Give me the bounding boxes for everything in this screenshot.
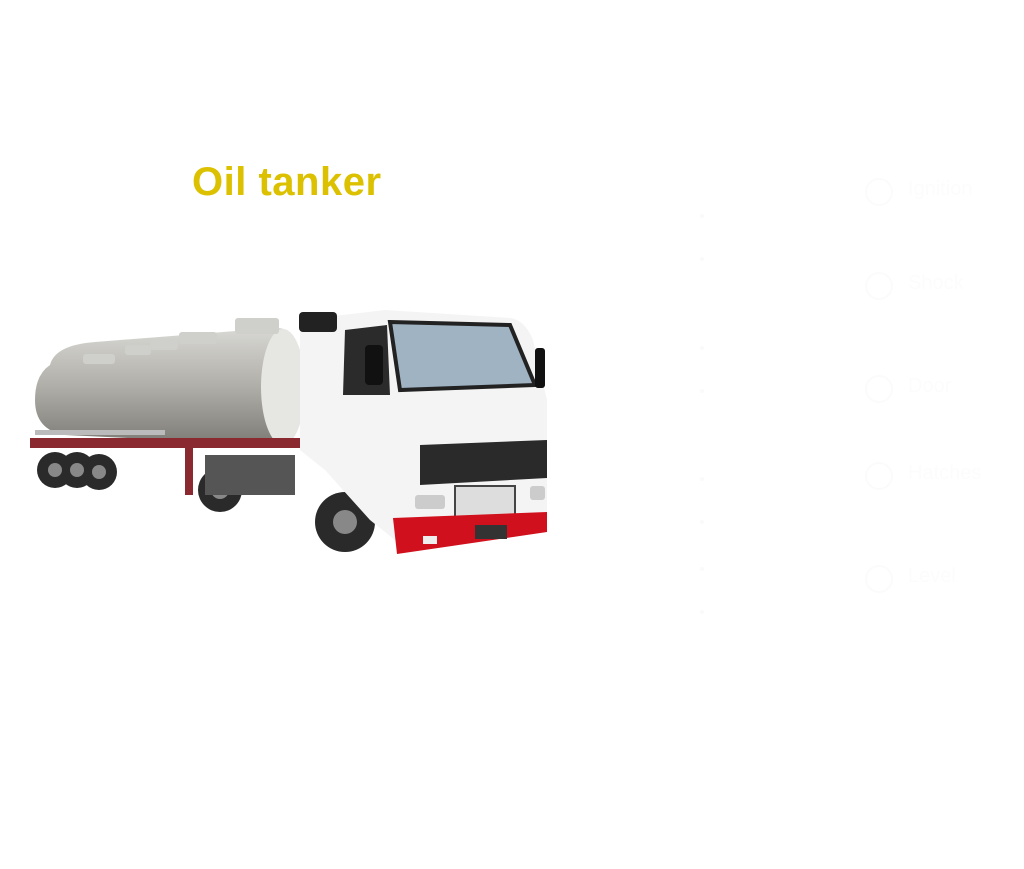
timeline-dot — [700, 389, 704, 393]
ignition-icon — [865, 178, 893, 206]
level-icon — [865, 565, 893, 593]
shock-icon — [865, 272, 893, 300]
door-icon — [865, 375, 893, 403]
timeline-dot — [700, 610, 704, 614]
feature-label-shock: Shock — [908, 272, 964, 294]
feature-label-level: Level — [908, 565, 956, 587]
timeline-dot — [700, 477, 704, 481]
feature-label-hatches: Hatches — [908, 462, 982, 484]
timeline-dot — [700, 346, 704, 350]
timeline-dot — [700, 520, 704, 524]
feature-label-door: Door — [908, 375, 952, 397]
timeline-dot — [700, 567, 704, 571]
oil-tanker-truck-image — [30, 310, 547, 554]
page-title: Oil tanker — [192, 160, 382, 204]
timeline-dot — [700, 214, 704, 218]
hatches-icon — [865, 462, 893, 490]
timeline-dot — [700, 257, 704, 261]
feature-label-ignition: Ignition — [908, 178, 973, 200]
